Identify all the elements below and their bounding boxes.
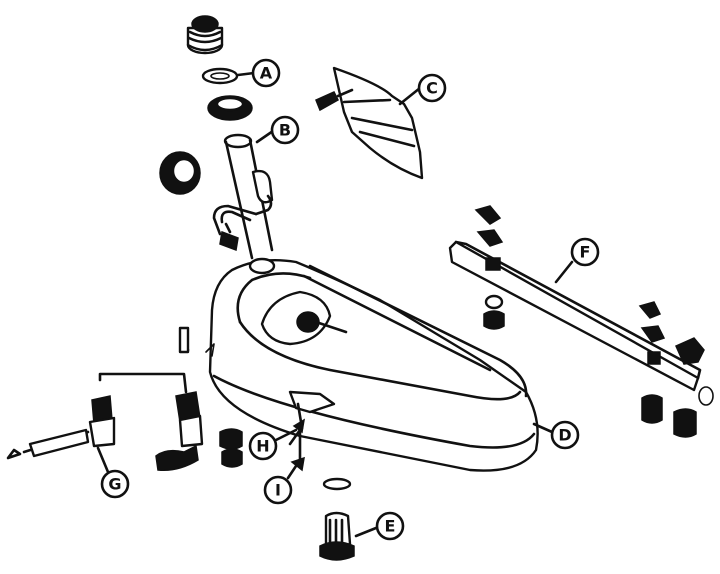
callout-a-label: A [260,64,273,83]
callout-e: E [375,511,405,541]
part-b-filler-neck [212,129,275,260]
part-i-drain-arrows [286,418,306,480]
callout-c-label: C [426,79,438,98]
part-d-fuel-tank [208,257,554,472]
callout-f-label: F [580,243,591,262]
part-f-support-bracket [448,205,714,438]
filler-grommet [207,95,253,121]
callout-h-label: H [256,437,269,456]
callout-b-label: B [279,121,291,140]
callout-g: G [100,469,130,499]
part-e-drain-valve [319,477,378,561]
callout-c: C [417,73,447,103]
part-a-gasket [201,67,256,85]
callout-d: D [550,420,580,450]
callout-i-label: I [275,481,281,500]
callout-f: F [570,237,600,267]
callout-i: I [263,475,293,505]
callout-d-label: D [558,426,571,445]
callout-h: H [248,431,278,461]
part-h-drain-nuts [219,428,298,468]
filler-seal-ring [159,151,201,195]
part-g-sender-fittings [6,326,215,474]
callout-b: B [270,115,300,145]
callout-a: A [251,58,281,88]
part-c-heat-shield [315,66,424,180]
callout-e-label: E [385,517,396,536]
filler-cap [186,15,224,55]
callout-g-label: G [108,475,121,494]
